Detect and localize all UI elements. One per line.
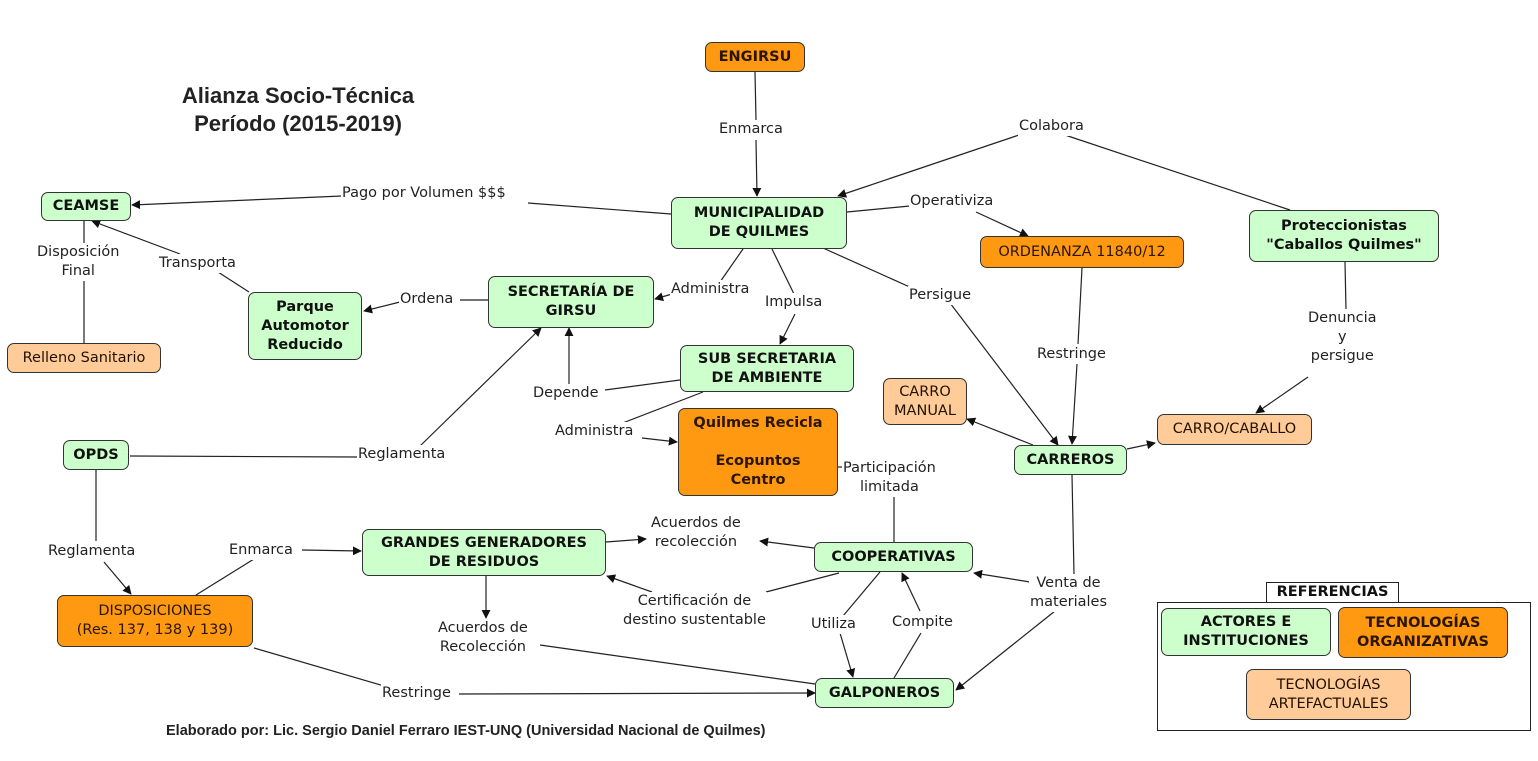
link-label-ordena: Ordena xyxy=(399,290,455,309)
edge-municipalidad-pago xyxy=(527,202,672,215)
node-quilmes-recicla[interactable]: Quilmes Recicla Ecopuntos Centro xyxy=(678,408,838,496)
node-sub-secretaria-ambiente[interactable]: SUB SECRETARIA DE AMBIENTE xyxy=(680,345,854,392)
edge-ordenanza-restringe xyxy=(1077,267,1083,345)
node-opds[interactable]: OPDS xyxy=(63,440,129,470)
edge-subsecretaria-administra xyxy=(619,391,704,425)
link-label-pago-por-volumen: Pago por Volumen $$$ xyxy=(341,184,507,203)
edge-enmarca-grandesgeneradores xyxy=(301,546,362,556)
edge-administra-quilmesrecicla xyxy=(641,436,678,446)
edge-denuncia-carrocaballo xyxy=(1255,376,1309,414)
edge-cooperativas-certificacion xyxy=(765,572,840,593)
link-label-reglamenta-disposiciones: Reglamenta xyxy=(47,542,137,561)
link-label-enmarca: Enmarca xyxy=(718,120,784,139)
edge-grandes-acuerdos xyxy=(605,535,647,545)
edge-carreros-carrocaballo xyxy=(1126,440,1156,450)
edge-proteccionistas-denuncia xyxy=(1344,261,1347,311)
node-ceamse[interactable]: CEAMSE xyxy=(41,192,131,221)
edge-cooperativas-utiliza xyxy=(842,571,881,617)
edge-carreros-carromanual xyxy=(966,417,1034,446)
edge-municipalidad-operativiza xyxy=(846,205,911,213)
edge-municipalidad-impulsa xyxy=(771,248,795,295)
link-label-persigue: Persigue xyxy=(908,286,973,305)
node-relleno-sanitario[interactable]: Relleno Sanitario xyxy=(7,343,161,373)
edge-certificacion-grandes xyxy=(606,574,653,593)
edge-disposiciones-restringe xyxy=(253,647,385,687)
edge-proteccionistas-colabora xyxy=(1061,133,1291,211)
node-cooperativas[interactable]: COOPERATIVAS xyxy=(814,542,973,572)
edge-municipalidad-administra xyxy=(719,248,744,283)
edge-reglamenta2-disposiciones xyxy=(103,561,132,595)
node-secretaria-girsu[interactable]: SECRETARÍA DE GIRSU xyxy=(488,276,654,328)
edge-engirsu-enmarca xyxy=(754,71,757,121)
edge-disposiciones-enmarca xyxy=(195,558,255,596)
link-label-reglamenta-girsu: Reglamenta xyxy=(357,445,447,464)
edge-utiliza-galponeros xyxy=(839,632,856,678)
node-engirsu[interactable]: ENGIRSU xyxy=(705,42,805,72)
link-label-participacion: Participación limitada xyxy=(842,459,937,497)
link-label-transporta: Transporta xyxy=(158,254,237,273)
diagram-title: Alianza Socio-Técnica Período (2015-2019… xyxy=(140,82,456,138)
node-ordenanza[interactable]: ORDENANZA 11840/12 xyxy=(980,236,1184,268)
legend-item-tecnologias-artefactuales: TECNOLOGÍAS ARTEFACTUALES xyxy=(1246,669,1411,720)
edge-operativiza-ordenanza xyxy=(975,211,1029,237)
link-label-venta-materiales: Venta de materiales xyxy=(1029,574,1108,612)
edge-opds-reglamenta xyxy=(129,455,358,458)
node-municipalidad[interactable]: MUNICIPALIDAD DE QUILMES xyxy=(671,197,847,249)
link-label-certificacion: Certificación de destino sustentable xyxy=(622,592,767,630)
link-label-acuerdos-recoleccion-bottom: Acuerdos de Recolección xyxy=(437,619,529,657)
footer-credit: Elaborado por: Lic. Sergio Daniel Ferrar… xyxy=(166,723,766,739)
edge-carreros-venta xyxy=(1071,474,1075,575)
edge-municipalidad-persigue xyxy=(822,247,913,289)
link-label-compite: Compite xyxy=(891,613,954,632)
edge-compite-cooperativas xyxy=(901,572,921,612)
edge-colabora-municipalidad xyxy=(837,133,1023,198)
node-carreros[interactable]: CARREROS xyxy=(1014,445,1127,475)
edge-administra-secretaria xyxy=(654,292,673,302)
edge-venta-cooperativas xyxy=(973,569,1031,583)
edge-reglamenta-secretaria xyxy=(419,327,542,447)
link-label-denuncia-persigue: Denuncia y persigue xyxy=(1307,309,1378,366)
link-label-administra-girsu: Administra xyxy=(670,280,751,299)
edge-enmarca-municipalidad xyxy=(752,139,762,197)
edge-acuerdos2-galponeros xyxy=(539,644,816,685)
link-label-restringe-ordenanza: Restringe xyxy=(1036,345,1107,364)
edge-restringe-galponeros xyxy=(458,688,816,698)
link-label-colabora: Colabora xyxy=(1018,117,1085,136)
edge-parque-transporta xyxy=(217,271,250,293)
legend-item-actores: ACTORES E INSTITUCIONES xyxy=(1161,608,1331,656)
edge-restringe-carreros xyxy=(1068,363,1078,445)
edge-pago-ceamse xyxy=(131,195,343,210)
edge-persigue-carreros xyxy=(949,302,1059,446)
link-label-acuerdos-recoleccion-top: Acuerdos de recolección xyxy=(650,514,742,552)
legend-item-tecnologias-organizativas: TECNOLOGÍAS ORGANIZATIVAS xyxy=(1338,607,1508,658)
node-carro-caballo[interactable]: CARRO/CABALLO xyxy=(1157,414,1312,445)
node-parque-automotor[interactable]: Parque Automotor Reducido xyxy=(248,292,362,360)
link-label-restringe-disposiciones: Restringe xyxy=(381,684,452,703)
node-grandes-generadores[interactable]: GRANDES GENERADORES DE RESIDUOS xyxy=(362,529,606,576)
edge-impulsa-subsecretaria xyxy=(779,313,796,345)
link-label-depende: Depende xyxy=(532,384,600,403)
edge-galponeros-compite xyxy=(893,632,922,679)
node-disposiciones[interactable]: DISPOSICIONES (Res. 137, 138 y 139) xyxy=(57,595,253,647)
edge-ordena-parque xyxy=(363,301,401,314)
link-label-impulsa: Impulsa xyxy=(764,293,824,312)
legend-title: REFERENCIAS xyxy=(1266,582,1399,603)
edge-transporta-ceamse xyxy=(91,219,181,255)
node-proteccionistas[interactable]: Proteccionistas "Caballos Quilmes" xyxy=(1249,210,1439,262)
link-label-administra-qr: Administra xyxy=(554,422,635,441)
node-galponeros[interactable]: GALPONEROS xyxy=(815,678,954,708)
title-line-2: Período (2015-2019) xyxy=(194,111,402,136)
link-label-enmarca-disposiciones: Enmarca xyxy=(228,541,294,560)
edge-cooperativas-acuerdos xyxy=(759,537,815,549)
node-carro-manual[interactable]: CARRO MANUAL xyxy=(883,378,967,425)
edge-venta-galponeros xyxy=(955,610,1056,691)
link-label-utiliza: Utiliza xyxy=(810,615,857,634)
title-line-1: Alianza Socio-Técnica xyxy=(181,83,415,108)
edge-subsecretaria-depende xyxy=(604,379,681,391)
link-label-operativiza: Operativiza xyxy=(909,192,995,211)
link-label-disposicion-final: Disposición Final xyxy=(36,243,121,281)
